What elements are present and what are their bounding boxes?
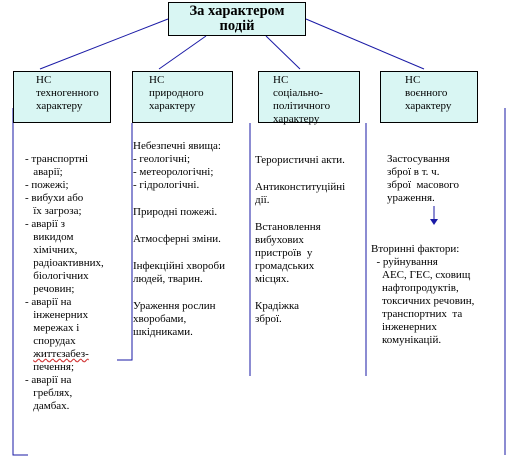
category-box-natural: НС природного характеру bbox=[132, 71, 233, 123]
list-item-line: вибухових bbox=[255, 234, 304, 246]
spacer bbox=[133, 286, 225, 300]
category-label-line: соціально- bbox=[273, 87, 323, 99]
list-item-line: спорудах bbox=[25, 335, 76, 347]
bracket-cat-1 bbox=[117, 123, 133, 361]
category-label-line: характеру bbox=[36, 100, 83, 112]
list-item-line: місцях. bbox=[255, 273, 290, 285]
spacer bbox=[133, 219, 225, 233]
list-item-line: дамбах. bbox=[25, 400, 70, 412]
list-item-line: - аварії на bbox=[25, 296, 72, 308]
list-item-line: ураження. bbox=[387, 192, 435, 204]
list-item-line: аварії; bbox=[25, 166, 63, 178]
list-item-line: - пожежі; bbox=[25, 179, 69, 191]
list-item-line: мережах і bbox=[25, 322, 80, 334]
list-item-line: комунікацій. bbox=[371, 334, 442, 346]
category-label-line: характеру bbox=[149, 100, 196, 112]
root-title-line-1: За характером bbox=[189, 3, 285, 19]
list-item-line: Ураження рослин bbox=[133, 300, 216, 312]
category-label-line: НС bbox=[36, 74, 52, 86]
column-technogenic-list: - транспортні аварії;- пожежі;- вибухи а… bbox=[25, 153, 104, 413]
list-item-line: хімічних, bbox=[25, 244, 78, 256]
list-item-line: Інфекційні хвороби bbox=[133, 260, 226, 272]
list-item-line: радіоактивних, bbox=[25, 257, 104, 269]
list-item-line: - гідрологічні. bbox=[133, 179, 200, 191]
list-item-line: хворобами, bbox=[133, 313, 187, 325]
list-item-line: Застосування bbox=[387, 153, 450, 165]
list-item-line: викидом bbox=[25, 231, 74, 243]
spacer bbox=[133, 192, 225, 206]
connector-root-cat-3 bbox=[305, 18, 425, 70]
list-item-line: інженерних bbox=[371, 321, 437, 333]
category-label-line: НС bbox=[273, 74, 289, 86]
list-item-line: - аварії на bbox=[25, 374, 72, 386]
category-label-line: природного bbox=[149, 87, 204, 99]
category-box-socio-political: НС соціально- політичного характеру bbox=[258, 71, 360, 125]
list-item-line: печення; bbox=[25, 361, 75, 373]
spacer bbox=[255, 207, 345, 221]
root-node-box: За характером подій bbox=[168, 2, 306, 36]
list-item-line: Атмосферні зміни. bbox=[133, 233, 221, 245]
category-label-line: НС bbox=[149, 74, 165, 86]
list-item-line: АЕС, ГЕС, сховищ bbox=[371, 269, 471, 281]
list-item-line: нафтопродуктів, bbox=[371, 282, 459, 294]
list-item-line: життєзабез- bbox=[25, 348, 104, 361]
connector-root-cat-0 bbox=[39, 18, 169, 70]
category-label-line: воєнного bbox=[405, 87, 448, 99]
list-item-line: Вторинні фактори: bbox=[371, 243, 460, 255]
category-label-line: характеру bbox=[405, 100, 452, 112]
list-item-line: - аварії з bbox=[25, 218, 65, 230]
list-item-line: Небезпечні явища: bbox=[133, 140, 221, 152]
arrow-col-3-head bbox=[430, 219, 438, 225]
spacer bbox=[255, 286, 345, 300]
list-item-line: громадських bbox=[255, 260, 315, 272]
list-item-line: Природні пожежі. bbox=[133, 206, 218, 218]
list-item-line: - метеорологічні; bbox=[133, 166, 214, 178]
root-title-line-2: подій bbox=[219, 18, 255, 34]
list-item-line: токсичних речовин, bbox=[371, 295, 475, 307]
list-item-line: Терористичні акти. bbox=[255, 154, 345, 166]
category-label-line: характеру bbox=[273, 113, 320, 125]
list-item-line: транспортних та bbox=[371, 308, 463, 320]
category-box-military: НС воєнного характеру bbox=[380, 71, 478, 123]
list-item-line: - транспортні bbox=[25, 153, 88, 165]
list-item-line: біологічних bbox=[25, 270, 89, 282]
list-item-line: - руйнування bbox=[371, 256, 438, 268]
list-item-line: їх загроза; bbox=[25, 205, 82, 217]
list-item-line: зброї. bbox=[255, 313, 282, 325]
category-box-technogenic: НС техногенного характеру bbox=[13, 71, 111, 123]
column-natural-list: Небезпечні явища:- геологічні;- метеорол… bbox=[133, 140, 225, 339]
list-item-line: людей, тварин. bbox=[133, 273, 203, 285]
spacer bbox=[255, 167, 345, 181]
category-label-line: НС bbox=[405, 74, 421, 86]
list-item-line: греблях, bbox=[25, 387, 73, 399]
spacer bbox=[371, 205, 474, 243]
list-item-line: Антиконституційні bbox=[255, 181, 346, 193]
category-label-line: техногенного bbox=[36, 87, 99, 99]
list-item-line: інженерних bbox=[25, 309, 89, 321]
list-item-line: - геологічні; bbox=[133, 153, 191, 165]
category-label-line: політичного bbox=[273, 100, 331, 112]
connector-root-cat-1 bbox=[158, 35, 207, 70]
list-item-line: дії. bbox=[255, 194, 270, 206]
list-item-line: - вибухи або bbox=[25, 192, 84, 204]
list-item-line: Встановлення bbox=[255, 221, 321, 233]
list-item-line: речовин; bbox=[25, 283, 75, 295]
connector-root-cat-2 bbox=[265, 35, 301, 70]
list-item-line: пристроїв у bbox=[255, 247, 313, 259]
bracket-cat-0 bbox=[12, 108, 28, 456]
spellcheck-flagged-word: життєзабез- bbox=[33, 348, 89, 360]
list-item-line: шкідниками. bbox=[133, 326, 193, 338]
spacer bbox=[133, 246, 225, 260]
list-item-line: Крадіжка bbox=[255, 300, 300, 312]
list-item-line: зброї масового bbox=[387, 179, 460, 191]
list-item-line: зброї в т. ч. bbox=[387, 166, 440, 178]
